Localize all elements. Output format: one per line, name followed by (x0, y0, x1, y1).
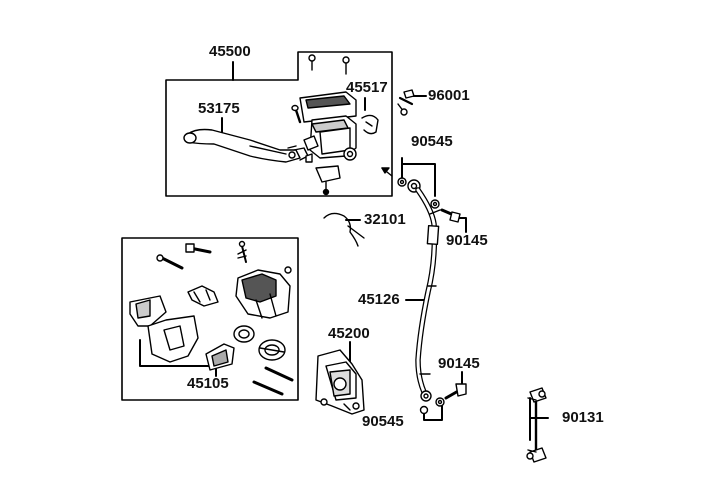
part-label-45200: 45200 (328, 325, 370, 342)
caliper-kit-group-frame (121, 237, 299, 401)
master-cylinder-drawing (287, 54, 379, 196)
leader-90545a (401, 157, 436, 197)
wire-clip-drawing (323, 212, 365, 247)
assembly-arrow-head (381, 167, 390, 174)
bolt-90131-drawing (526, 387, 547, 463)
part-label-90145-upper: 90145 (446, 232, 488, 249)
part-label-90131: 90131 (562, 409, 604, 426)
leader-90145a (457, 217, 467, 233)
lower-banjo-drawing (419, 390, 445, 415)
part-label-45105: 45105 (187, 375, 229, 392)
part-label-90545-lower: 90545 (362, 413, 404, 430)
part-label-45517: 45517 (346, 79, 388, 96)
caliper-45200-drawing (315, 349, 365, 415)
master-cylinder-group-frame (165, 51, 393, 197)
part-label-45500: 45500 (209, 43, 251, 60)
screw-90145-lower-drawing (444, 383, 467, 400)
leader-45105 (139, 339, 217, 377)
screw-90145-upper-drawing (440, 208, 461, 223)
brake-hose-drawing (415, 187, 441, 395)
part-label-90145-lower: 90145 (438, 355, 480, 372)
part-label-53175: 53175 (198, 100, 240, 117)
caliper-kit-drawing (129, 240, 294, 396)
leader-90131 (529, 397, 549, 441)
brake-lever-drawing (183, 128, 309, 163)
part-label-90545-upper: 90545 (411, 133, 453, 150)
upper-banjo-drawing (397, 177, 440, 209)
bolt-96001-drawing (397, 89, 415, 116)
part-label-45126: 45126 (358, 291, 400, 308)
part-label-96001: 96001 (428, 87, 470, 104)
part-label-32101: 32101 (364, 211, 406, 228)
